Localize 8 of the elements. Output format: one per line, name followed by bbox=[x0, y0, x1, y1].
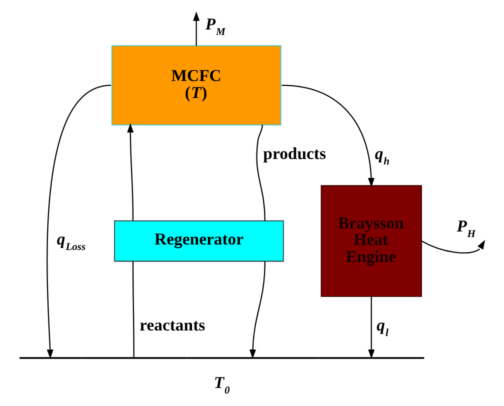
edge-label: q$_{h}$ bbox=[374, 144, 390, 168]
edge-label: P$_{M}$ bbox=[204, 14, 225, 38]
edge-label: q$_{l}$ bbox=[376, 315, 388, 339]
edge-label: products bbox=[262, 144, 326, 163]
node-label: T$_{0}$ bbox=[213, 373, 230, 397]
edge-label: P$_{H}$ bbox=[456, 216, 476, 240]
edge-label: reactants bbox=[139, 315, 205, 334]
edge-label: q$_{Loss}$ bbox=[56, 230, 86, 254]
